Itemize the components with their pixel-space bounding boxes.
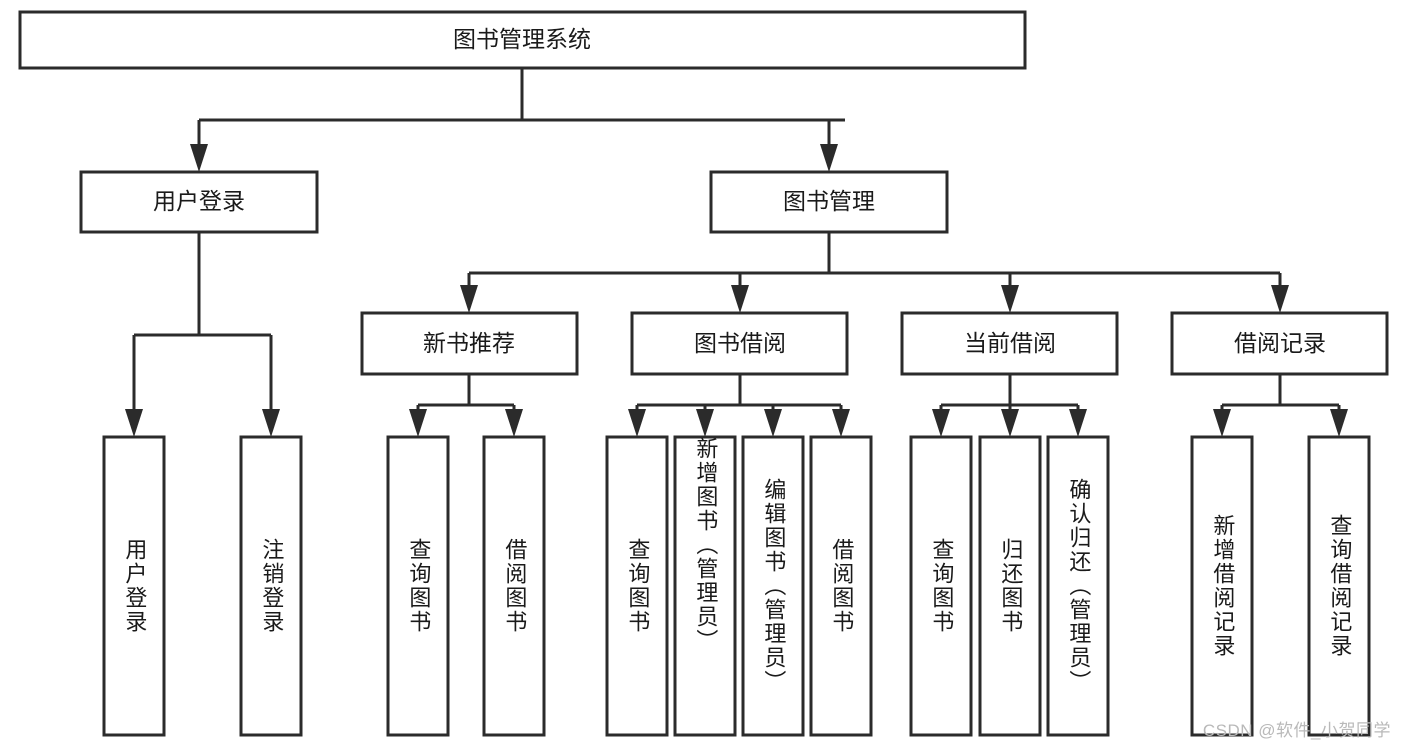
node-box-leaf-user-login-2[interactable] xyxy=(239,435,303,737)
arrow-head-book-mgmt xyxy=(820,144,838,172)
node-box-leaf-current-borrow-2[interactable] xyxy=(978,435,1042,737)
arrow-head-book-borrow xyxy=(731,285,749,313)
arrow-head-new-book-l2 xyxy=(505,409,523,437)
node-box-current-borrow[interactable] xyxy=(900,311,1119,376)
node-box-leaf-current-borrow-3[interactable] xyxy=(1046,435,1110,737)
node-box-root[interactable] xyxy=(18,10,1027,70)
node-label-borrow-record: 借阅记录 xyxy=(1234,330,1326,356)
arrow-head-borrow-record xyxy=(1271,285,1289,313)
arrow-head-book-borrow-l4 xyxy=(832,409,850,437)
node-box-book-borrow[interactable] xyxy=(630,311,849,376)
arrow-head-new-book xyxy=(460,285,478,313)
node-box-borrow-record[interactable] xyxy=(1170,311,1389,376)
connector-group-borrow-record xyxy=(1213,374,1348,437)
node-box-leaf-borrow-record-1[interactable] xyxy=(1190,435,1254,737)
node-box-leaf-book-borrow-2[interactable] xyxy=(673,435,737,737)
arrow-head-user-login xyxy=(190,144,208,172)
arrow-head-user-login-leaf-2 xyxy=(262,409,280,437)
arrow-head-current-borrow-l1 xyxy=(932,409,950,437)
connector-group-new-book xyxy=(409,374,523,437)
node-box-leaf-borrow-record-2[interactable] xyxy=(1307,435,1371,737)
node-box-leaf-new-book-1[interactable] xyxy=(386,435,450,737)
node-box-leaf-user-login-1[interactable] xyxy=(102,435,166,737)
connector-group-book-mgmt xyxy=(460,232,1289,313)
arrow-head-book-borrow-l3 xyxy=(764,409,782,437)
node-label-user-login: 用户登录 xyxy=(153,188,245,214)
node-label-new-book: 新书推荐 xyxy=(423,330,515,356)
node-box-leaf-current-borrow-1[interactable] xyxy=(909,435,973,737)
node-box-leaf-new-book-2[interactable] xyxy=(482,435,546,737)
arrow-head-user-login-leaf-1 xyxy=(125,409,143,437)
arrow-head-book-borrow-l2 xyxy=(696,409,714,437)
node-label-current-borrow: 当前借阅 xyxy=(964,330,1056,356)
arrow-head-book-borrow-l1 xyxy=(628,409,646,437)
arrow-head-current-borrow xyxy=(1001,285,1019,313)
node-box-book-mgmt[interactable] xyxy=(709,170,949,234)
node-label-root: 图书管理系统 xyxy=(453,26,591,52)
node-box-user-login[interactable] xyxy=(79,170,319,234)
node-box-leaf-book-borrow-4[interactable] xyxy=(809,435,873,737)
node-box-leaf-book-borrow-3[interactable] xyxy=(741,435,805,737)
connector-group-root xyxy=(190,68,845,172)
arrow-head-current-borrow-l3 xyxy=(1069,409,1087,437)
node-label-book-borrow: 图书借阅 xyxy=(694,330,786,356)
watermark-text: CSDN @软件_小贺同学 xyxy=(1202,721,1391,740)
connector-group-user-login xyxy=(125,232,280,437)
node-label-book-mgmt: 图书管理 xyxy=(783,188,875,214)
connector-group-current-borrow xyxy=(932,374,1087,437)
connector-group-book-borrow xyxy=(628,374,850,437)
arrow-head-new-book-l1 xyxy=(409,409,427,437)
arrow-head-borrow-record-l2 xyxy=(1330,409,1348,437)
node-box-new-book[interactable] xyxy=(360,311,579,376)
arrow-head-current-borrow-l2 xyxy=(1001,409,1019,437)
node-box-leaf-book-borrow-1[interactable] xyxy=(605,435,669,737)
arrow-head-borrow-record-l1 xyxy=(1213,409,1231,437)
